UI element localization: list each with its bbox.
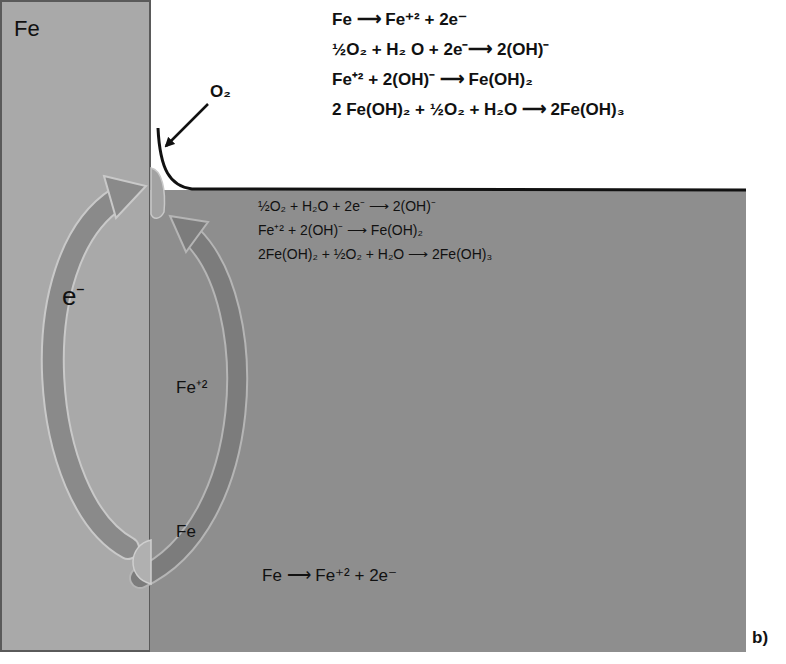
iron-ion-arrowhead [170, 216, 208, 252]
metal-label: Fe [176, 522, 196, 542]
oxygen-label: O₂ [210, 82, 231, 102]
ion-label: Fe⁺² [176, 378, 208, 398]
electron-arrow [53, 198, 128, 548]
iron-ion-arrow-outline [140, 236, 237, 578]
iron-ion-arrow [140, 236, 237, 578]
anode-pit [133, 540, 151, 584]
reaction-equation: ½O₂ + H₂O + 2e⁻ ⟶ 2(OH)⁻ [258, 198, 436, 214]
electron-arrow-outline [53, 198, 128, 548]
material-label: Fe [14, 16, 40, 41]
water-meniscus [158, 128, 746, 190]
reaction-equation: 2 Fe(OH)₂ + ½O₂ + H₂O ⟶ 2Fe(OH)₃ [332, 100, 625, 120]
reaction-equation: ½O₂ + H₂ O + 2e⁻⟶ 2(OH)⁻ [332, 40, 549, 60]
reaction-equation: Fe⁺² + 2(OH)⁻ ⟶ Fe(OH)₂ [332, 70, 533, 90]
leader-line [166, 104, 208, 146]
panel-letter: b) [752, 628, 768, 648]
reaction-equation: Fe ⟶ Fe⁺² + 2e⁻ [332, 10, 467, 30]
reaction-equation: Fe⁺² + 2(OH)⁻ ⟶ Fe(OH)₂ [258, 222, 423, 238]
corrosion-pit [151, 168, 164, 218]
reaction-equation: 2Fe(OH)₂ + ½O₂ + H₂O ⟶ 2Fe(OH)₃ [258, 246, 492, 262]
reaction-equation: Fe ⟶ Fe⁺² + 2e⁻ [262, 566, 397, 586]
electron-label: e⁻ [62, 282, 85, 312]
electron-arrowhead [104, 176, 146, 218]
